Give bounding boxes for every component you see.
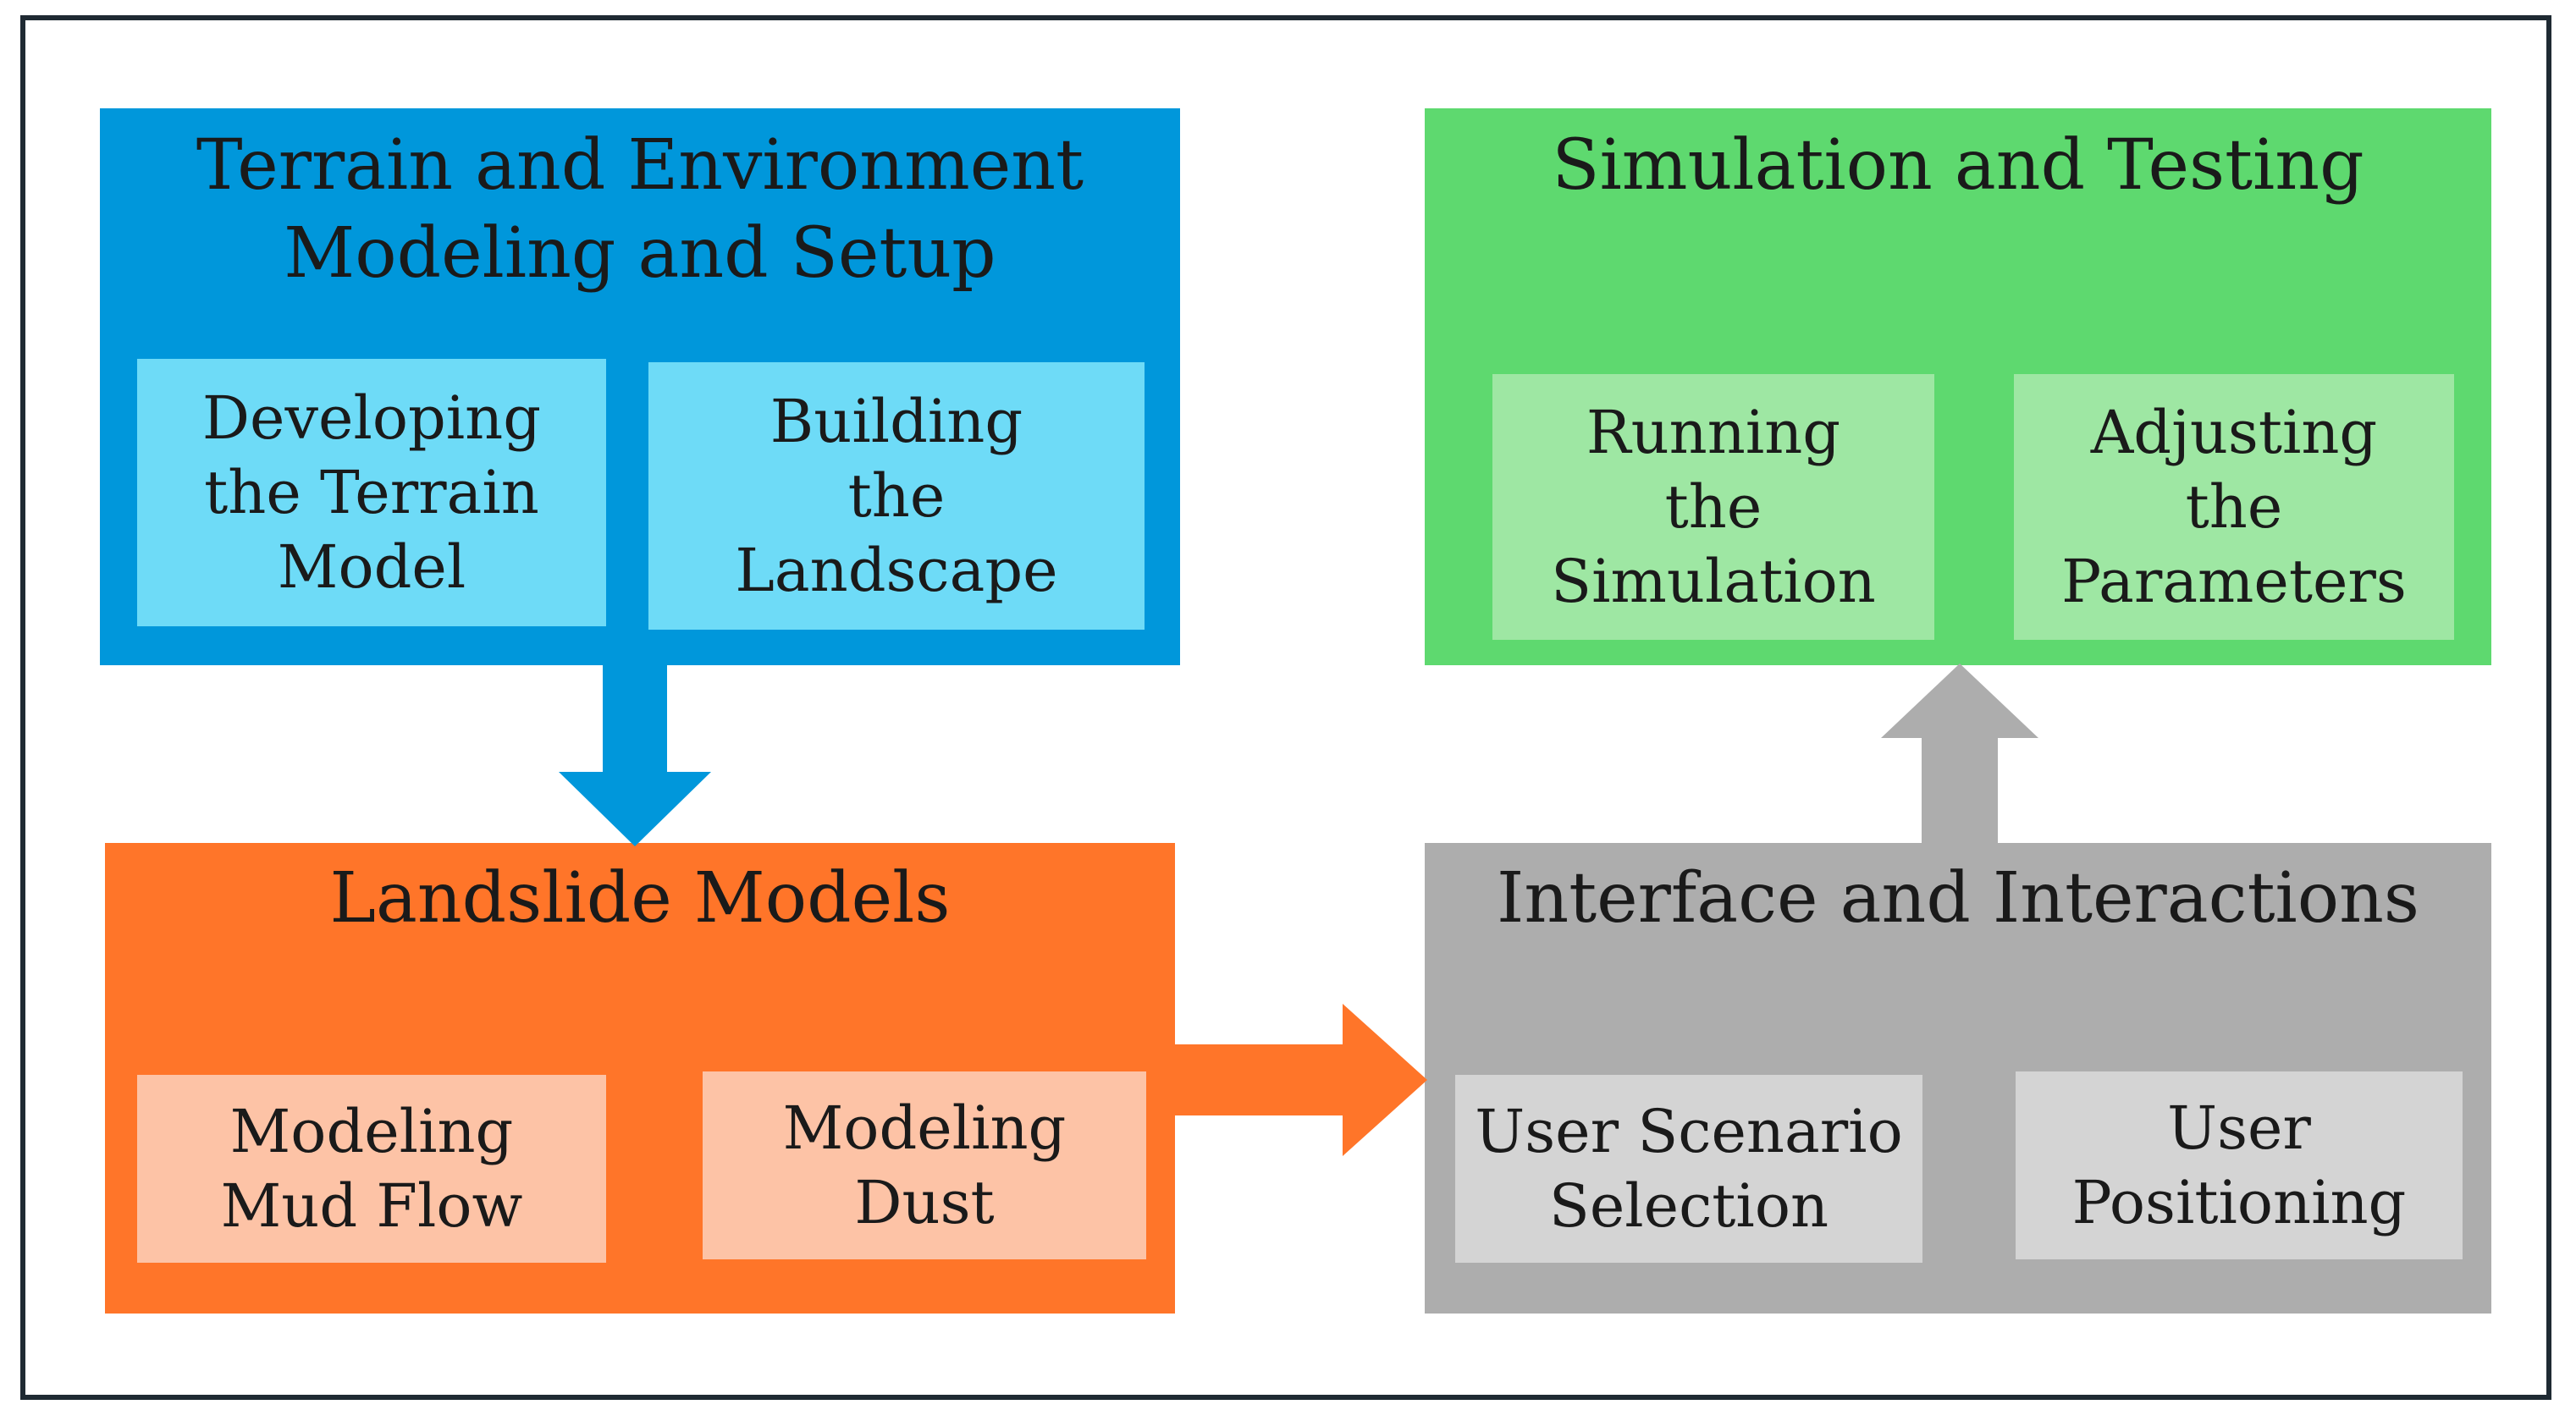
adjusting-parameters-box: Adjusting the Parameters [2014, 374, 2454, 640]
simulation-testing-block: Simulation and Testing Running the Simul… [1425, 108, 2491, 665]
building-landscape-box: Building the Landscape [648, 362, 1145, 630]
interface-interactions-block: Interface and Interactions User Scenario… [1425, 843, 2491, 1314]
terrain-environment-block: Terrain and Environment Modeling and Set… [100, 108, 1180, 665]
modeling-mud-flow-box: Modeling Mud Flow [137, 1075, 606, 1263]
right-arrow [1173, 1004, 1427, 1156]
interface-interactions-title: Interface and Interactions [1496, 858, 2420, 939]
up-arrow [1881, 664, 2038, 845]
modeling-dust-box: Modeling Dust [703, 1071, 1146, 1259]
simulation-testing-title: Simulation and Testing [1552, 125, 2364, 206]
terrain-environment-title: Terrain and Environment Modeling and Set… [196, 125, 1084, 294]
landslide-models-block: Landslide Models Modeling Mud Flow Model… [105, 843, 1175, 1314]
down-arrow [559, 664, 711, 846]
running-simulation-box: Running the Simulation [1492, 374, 1934, 640]
developing-terrain-model-box: Developing the Terrain Model [137, 359, 606, 626]
landslide-models-title: Landslide Models [329, 858, 951, 939]
user-positioning-box: User Positioning [2016, 1071, 2463, 1259]
user-scenario-selection-box: User Scenario Selection [1455, 1075, 1922, 1263]
